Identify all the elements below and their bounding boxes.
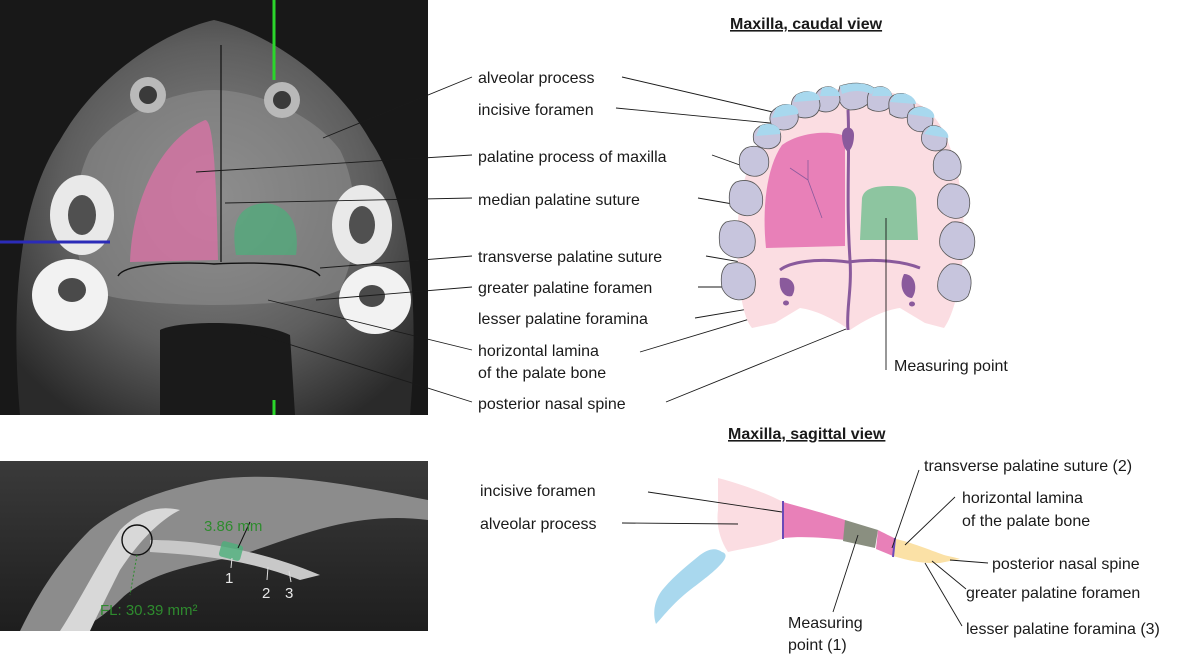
label-incisive-foramen: incisive foramen (478, 102, 594, 119)
sag-label-measuring-point-1: Measuring (788, 615, 863, 632)
label-palatine-process: palatine process of maxilla (478, 149, 667, 166)
sag-label-greater-foramen: greater palatine foramen (966, 585, 1140, 602)
sag-label-lesser-foramina: lesser palatine foramina (3) (966, 621, 1160, 638)
ct-marker-3: 3 (285, 585, 293, 602)
caudal-view-title: Maxilla, caudal view (730, 16, 883, 33)
sag-label-posterior-spine: posterior nasal spine (992, 556, 1140, 573)
label-lesser-foramina: lesser palatine foramina (478, 311, 648, 328)
sagittal-ct-image: 3.86 mm FL: 30.39 mm² 1 2 3 (0, 461, 428, 631)
sag-label-transverse-suture: transverse palatine suture (2) (924, 458, 1132, 475)
label-transverse-suture: transverse palatine suture (478, 249, 662, 266)
sagittal-alveolar (717, 478, 783, 552)
sag-label-measuring-point-2: point (1) (788, 637, 847, 654)
ct-marker-2: 2 (262, 585, 270, 602)
label-measuring-point: Measuring point (894, 358, 1008, 375)
sagittal-nasal (654, 549, 725, 624)
sagittal-palatine-front (783, 502, 845, 540)
label-horizontal-lamina-1: horizontal lamina (478, 343, 599, 360)
ct-measurement-readout: 3.86 mm (204, 518, 262, 535)
sagittal-measuring-point (843, 520, 878, 548)
sagittal-view-diagram: Maxilla, sagittal view incisive foramen … (480, 426, 1160, 654)
caudal-view-diagram: Maxilla, caudal view (719, 16, 1008, 375)
ct-area-readout: FL: 30.39 mm² (100, 602, 198, 619)
axial-ct-image (0, 0, 428, 415)
measuring-point-region (860, 186, 918, 240)
sag-label-horizontal-lamina-1: horizontal lamina (962, 490, 1083, 507)
label-greater-foramen: greater palatine foramen (478, 280, 652, 297)
sagittal-view-title: Maxilla, sagittal view (728, 426, 886, 443)
sag-label-alveolar-process: alveolar process (480, 516, 597, 533)
sag-label-horizontal-lamina-2: of the palate bone (962, 513, 1090, 530)
label-median-suture: median palatine suture (478, 192, 640, 209)
ct-marker-1: 1 (225, 570, 233, 587)
label-posterior-spine: posterior nasal spine (478, 396, 626, 413)
sagittal-horizontal-lamina (893, 539, 960, 563)
label-horizontal-lamina-2: of the palate bone (478, 365, 606, 382)
sag-label-incisive-foramen: incisive foramen (480, 483, 596, 500)
label-alveolar-process: alveolar process (478, 70, 595, 87)
